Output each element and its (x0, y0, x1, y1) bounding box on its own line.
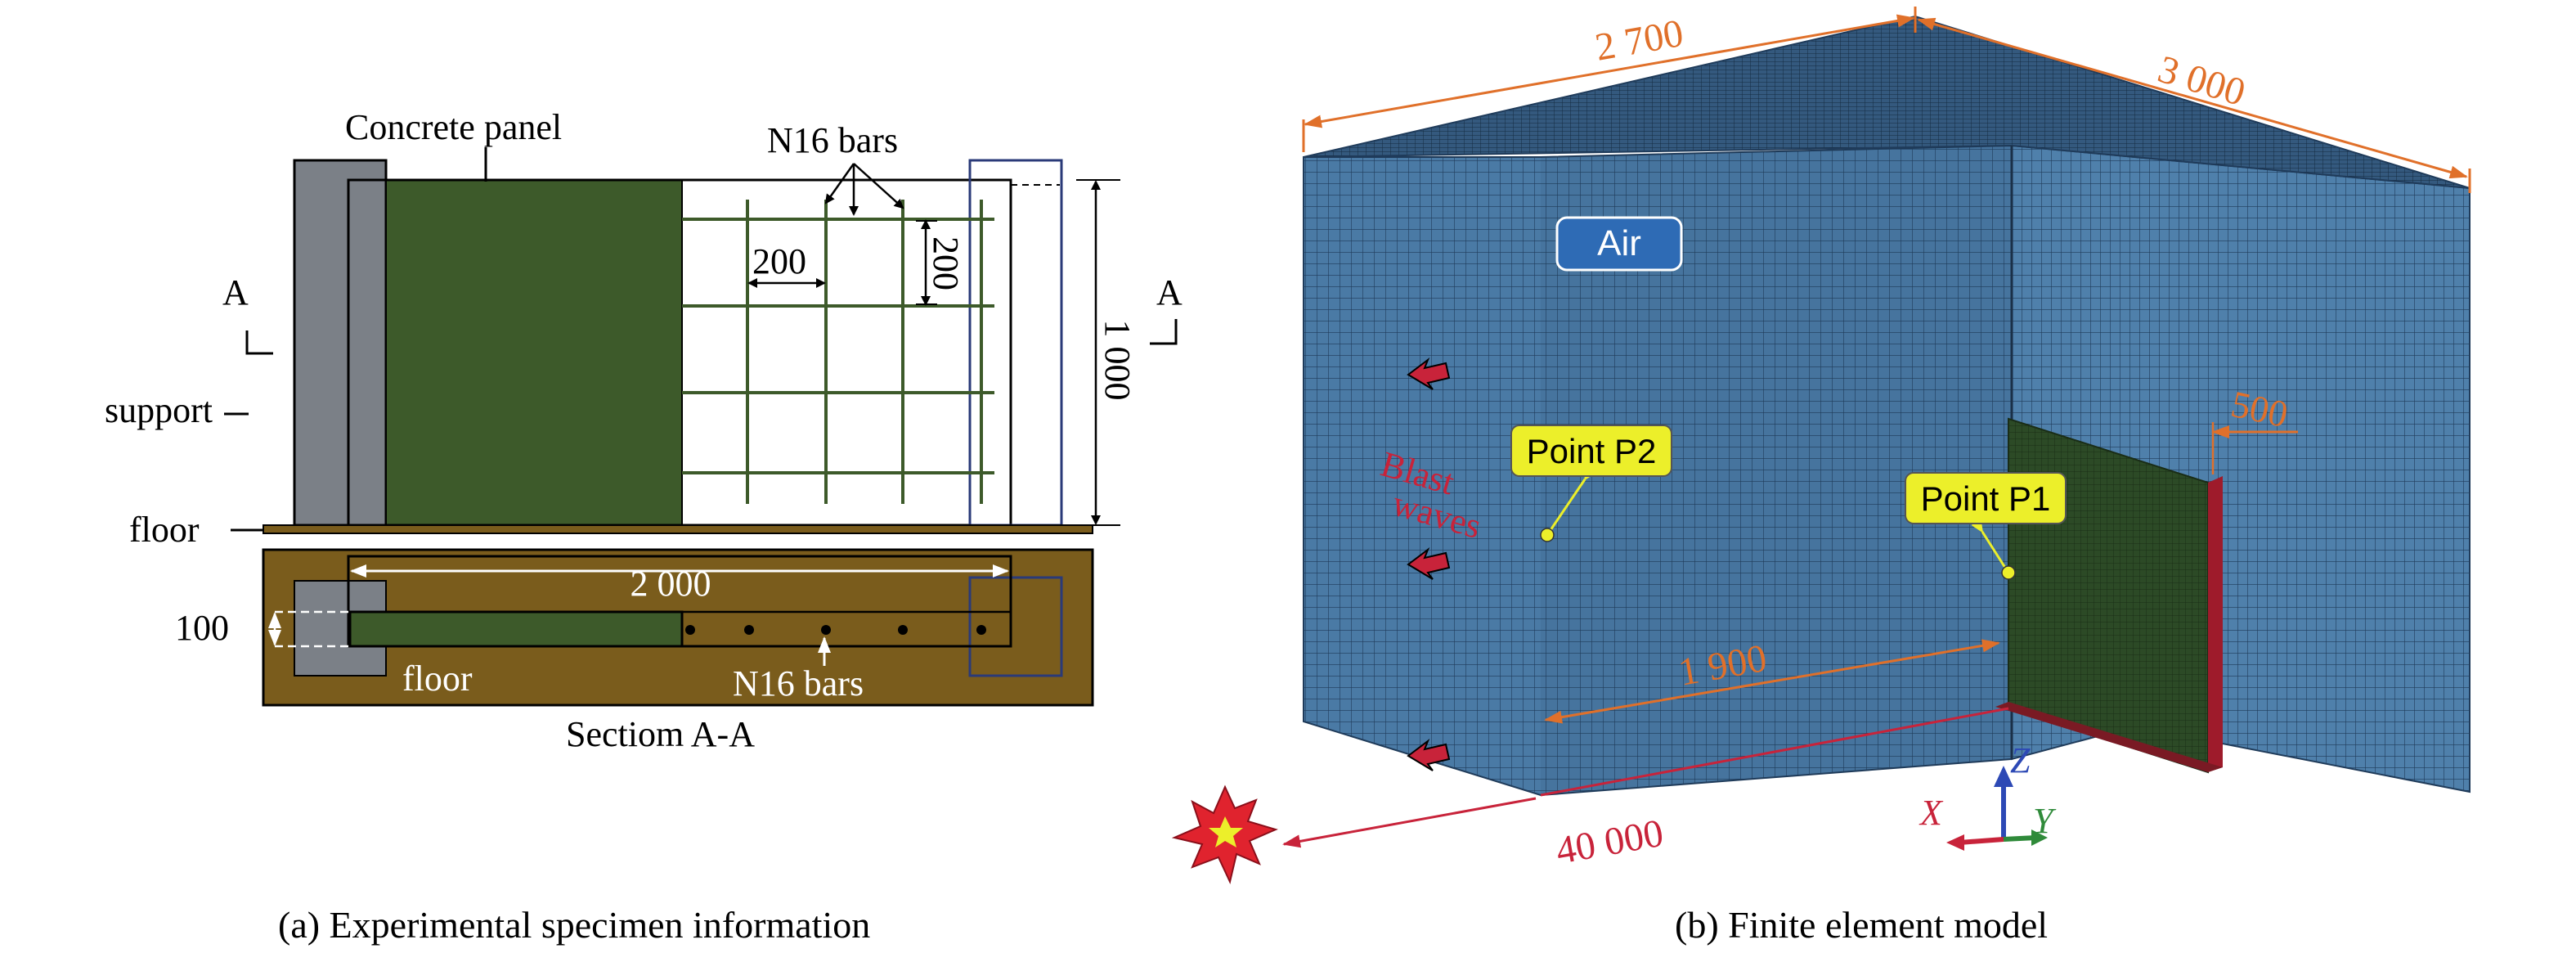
label-section-a-right: A (1156, 272, 1183, 312)
rebar-grid (682, 200, 994, 504)
point-p1-marker (2001, 565, 2016, 580)
dim-spacing-v: 200 (926, 236, 966, 290)
support-block (293, 159, 388, 527)
label-floor-plan: floor (402, 659, 473, 699)
fe-model (1171, 7, 2471, 885)
dim-thickness: 100 (175, 608, 229, 648)
label-point-p2: Point P2 (1527, 432, 1657, 470)
concrete-panel-block (385, 179, 683, 526)
axis-label-x: X (1919, 793, 1944, 833)
label-n16-bars-top: N16 bars (767, 120, 898, 160)
label-point-p1: Point P1 (1921, 479, 2051, 518)
label-concrete-panel: Concrete panel (345, 107, 562, 147)
air-badge: Air (1555, 216, 1683, 272)
label-support: support (105, 390, 213, 430)
specimen-drawing (224, 147, 1178, 707)
panel-section (348, 610, 684, 648)
section-frame-right (968, 159, 1063, 527)
section-title: Sectiom A-A (566, 714, 755, 754)
caption-b: (b) Finite element model (1675, 904, 2048, 946)
point-p2-marker (1540, 528, 1555, 542)
callout-point-p2: Point P2 (1510, 425, 1672, 477)
callout-point-p1: Point P1 (1905, 472, 2067, 524)
caption-a: (a) Experimental specimen information (278, 904, 870, 946)
label-air: Air (1597, 223, 1641, 263)
axis-triad (1946, 766, 2048, 851)
label-section-a-left: A (222, 272, 249, 312)
dim-length: 2 000 (631, 564, 711, 604)
axis-label-z: Z (2010, 740, 2031, 780)
blast-arrows (1407, 357, 1451, 771)
dim-height: 1 000 (1097, 320, 1138, 401)
floor-strip (263, 524, 1093, 534)
dim-spacing-h: 200 (752, 241, 806, 281)
label-floor-elevation: floor (129, 510, 200, 550)
label-n16-bars-bottom: N16 bars (733, 663, 864, 704)
dim-standoff: 40 000 (1553, 811, 1667, 873)
rebar-dots (685, 625, 986, 635)
axis-label-y: Y (2033, 801, 2057, 841)
